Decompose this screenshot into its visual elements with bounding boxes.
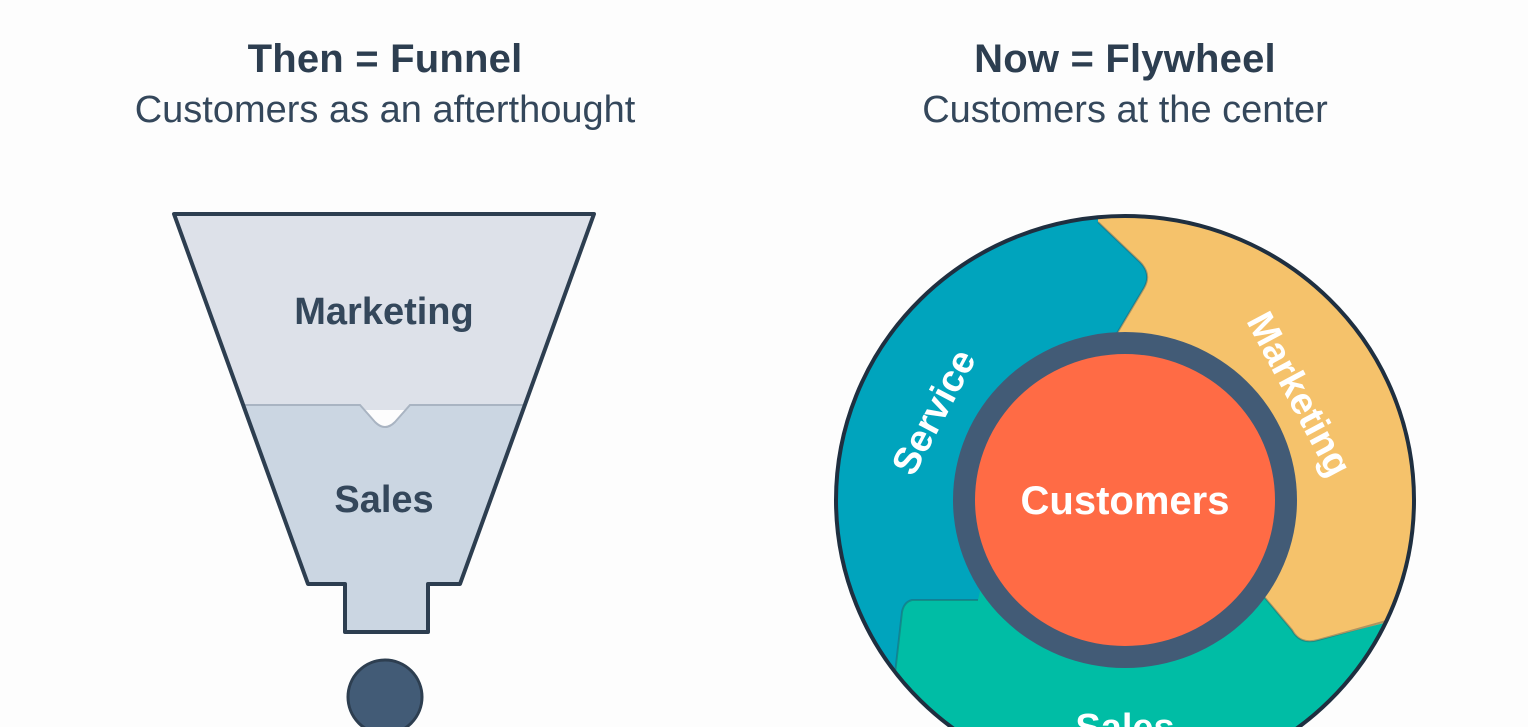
- flywheel-subtitle: Customers at the center: [922, 89, 1328, 131]
- funnel-outline: [172, 212, 596, 634]
- flywheel-segment-borders: [891, 221, 1391, 701]
- flywheel: Customers Service Marketing Sales: [834, 214, 1416, 727]
- funnel: Marketing Sales: [172, 212, 596, 727]
- flywheel-title: Now = Flywheel: [974, 37, 1276, 81]
- funnel-heading: Then = Funnel Customers as an afterthoug…: [60, 34, 710, 136]
- flywheel-heading: Now = Flywheel Customers at the center: [800, 34, 1450, 136]
- funnel-label-sales: Sales: [334, 479, 433, 521]
- flywheel-hub-customers: [975, 354, 1275, 646]
- funnel-stage-divider: [174, 404, 594, 428]
- funnel-stage-sales: [174, 405, 594, 632]
- funnel-subtitle: Customers as an afterthought: [134, 89, 636, 131]
- funnel-label-marketing: Marketing: [294, 291, 473, 333]
- flywheel-outer-rim: [834, 214, 1416, 727]
- flywheel-label-sales: Sales: [1075, 707, 1174, 727]
- flywheel-label-customers: Customers: [1021, 479, 1230, 523]
- funnel-title: Then = Funnel: [247, 37, 523, 81]
- funnel-stage-marketing: [174, 214, 594, 410]
- funnel-output-dot: [346, 658, 424, 727]
